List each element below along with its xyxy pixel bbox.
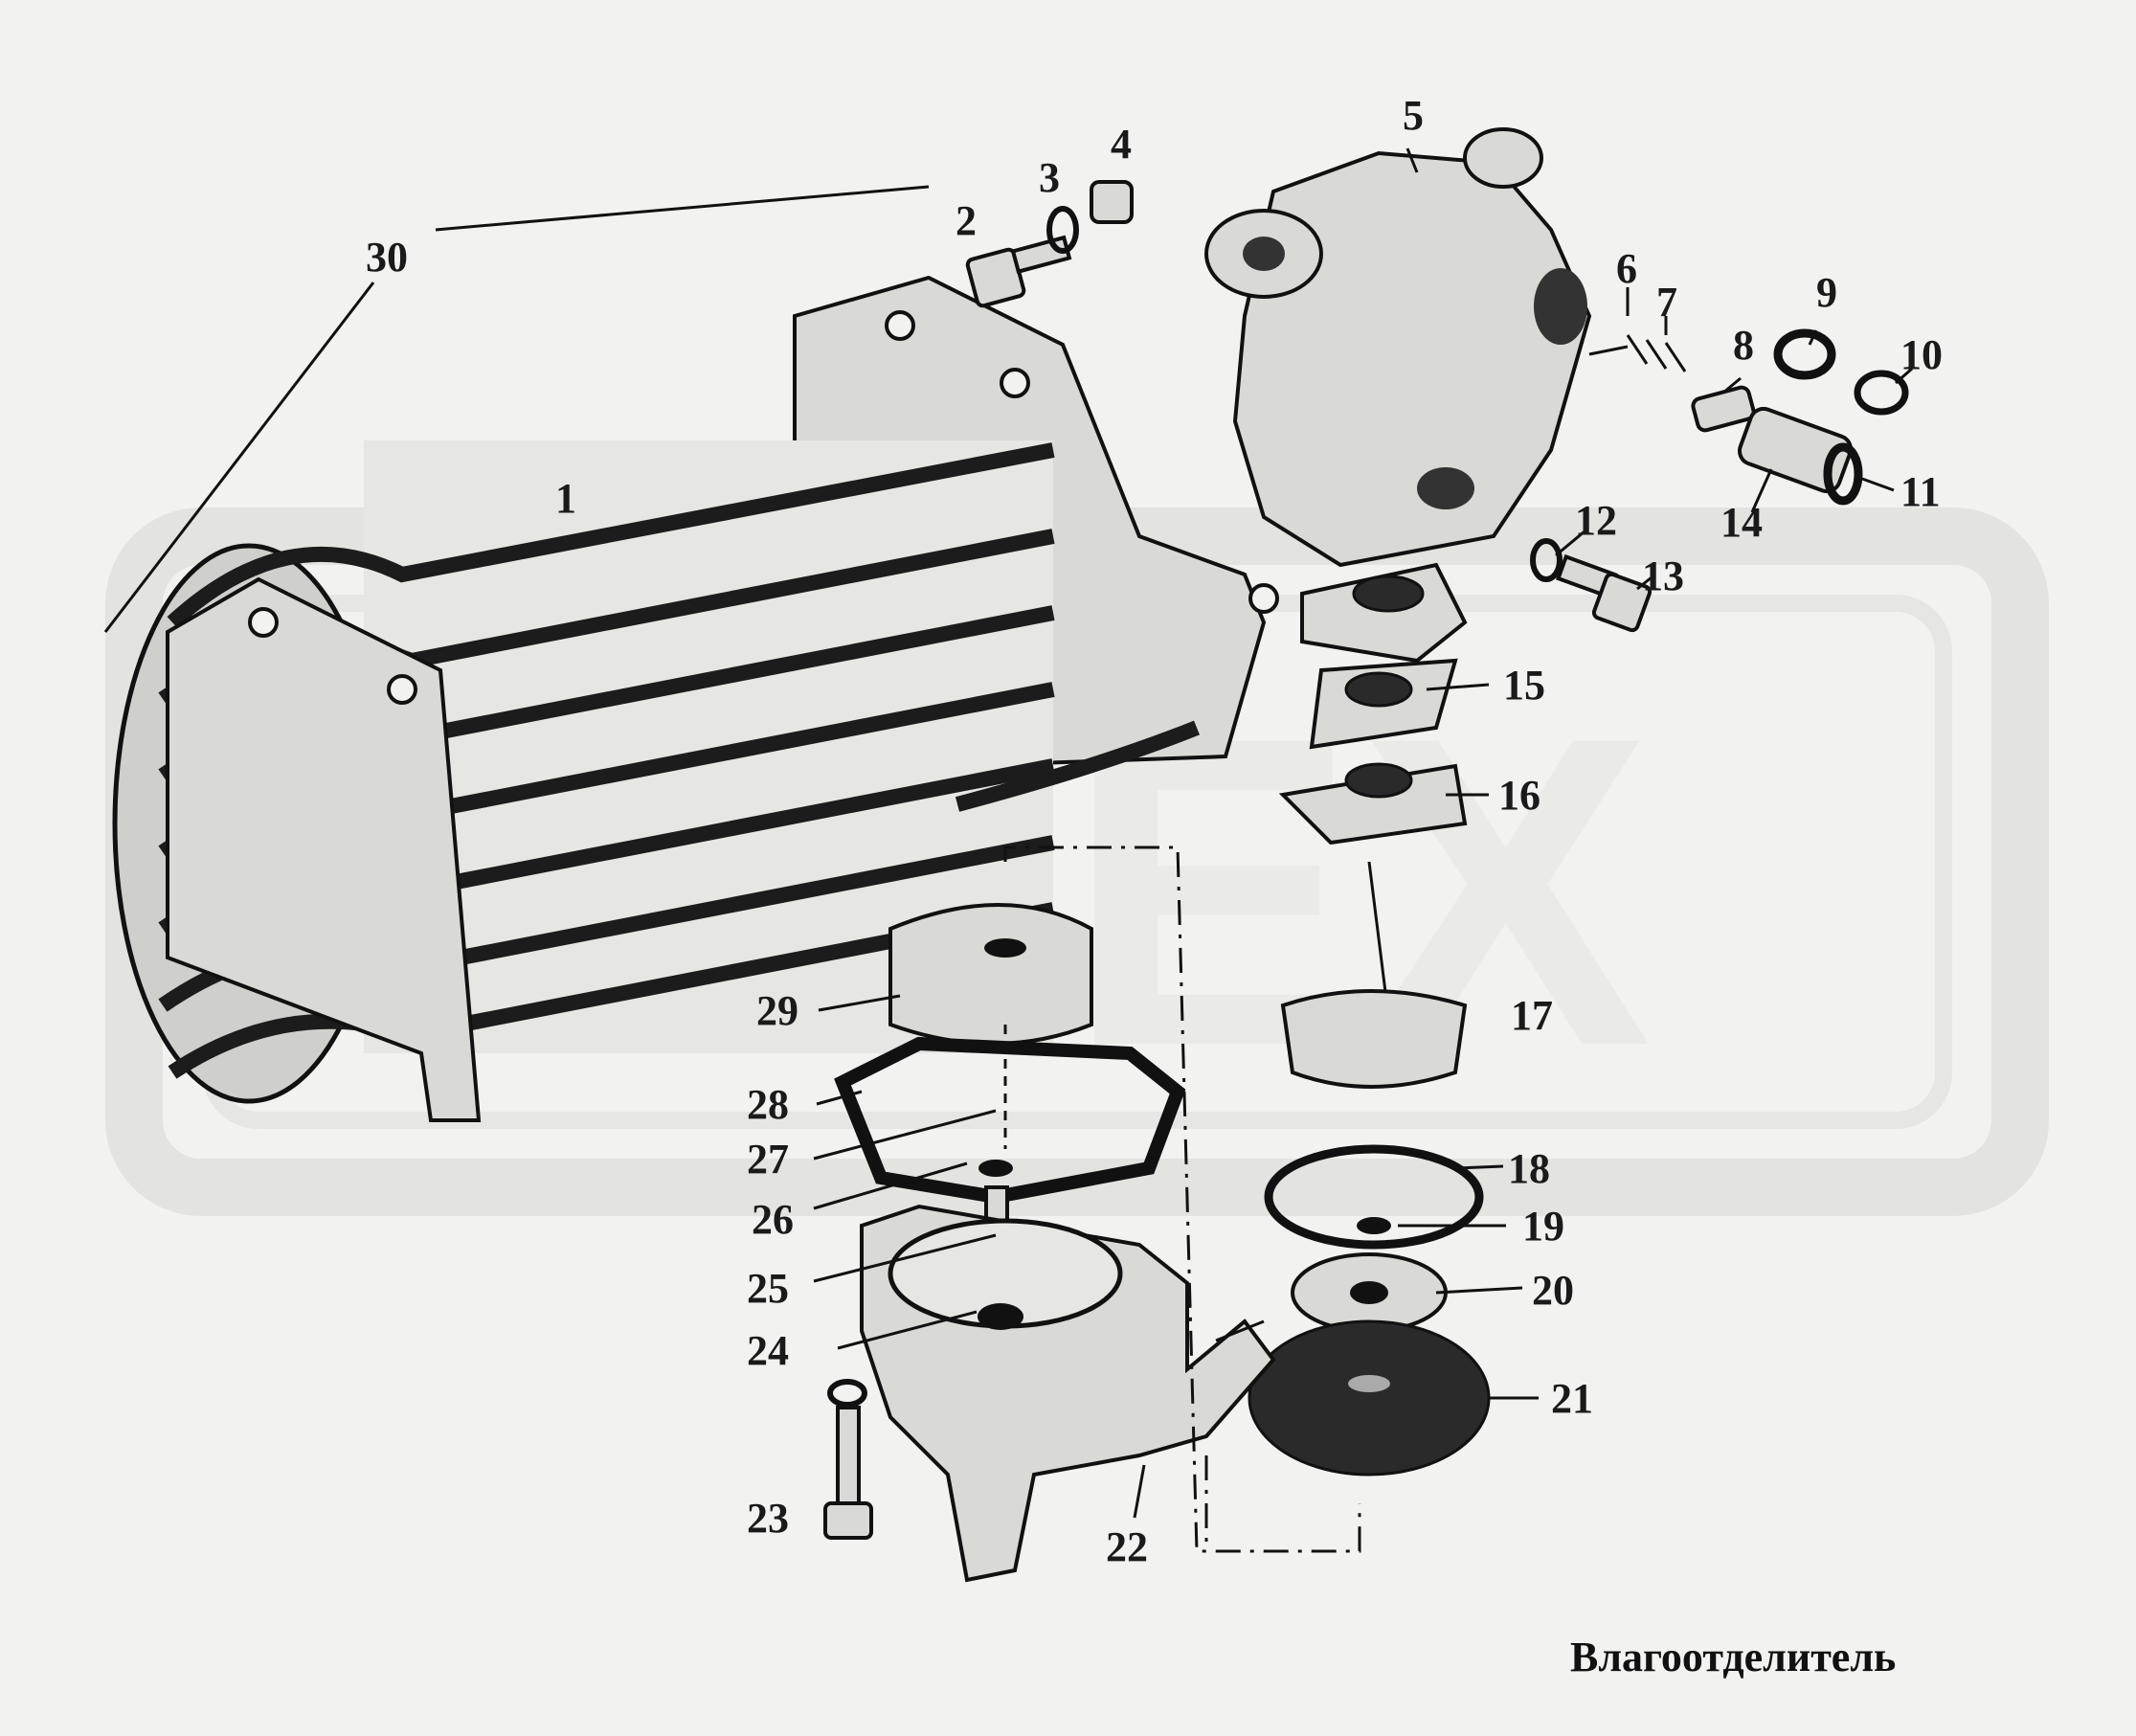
callout-19: 19 (1522, 1203, 1564, 1250)
callout-23: 23 (747, 1495, 789, 1542)
parts-2-4-bolt-washer-nut (965, 180, 1134, 308)
callout-21: 21 (1551, 1375, 1593, 1422)
callout-13: 13 (1642, 552, 1684, 599)
leader-lines (103, 147, 1913, 1519)
assembly-centerlines (1003, 845, 1361, 1553)
callout-12: 12 (1575, 497, 1617, 544)
callout-27: 27 (747, 1136, 789, 1183)
callout-11: 11 (1900, 468, 1941, 515)
callout-28: 28 (747, 1081, 789, 1128)
parts-12-13-bolt (1530, 538, 1653, 633)
callout-29: 29 (756, 987, 798, 1034)
parts-18-21-rings-discs (1248, 1144, 1491, 1477)
callout-20: 20 (1532, 1267, 1574, 1314)
callout-25: 25 (747, 1265, 789, 1312)
callout-26: 26 (752, 1196, 794, 1243)
callout-17: 17 (1511, 992, 1553, 1039)
callout-24: 24 (747, 1327, 789, 1374)
callout-3: 3 (1039, 154, 1060, 201)
callout-16: 16 (1498, 772, 1540, 819)
callout-2: 2 (956, 197, 977, 244)
callout-1: 1 (555, 475, 576, 522)
callout-15: 15 (1503, 662, 1545, 709)
parts-6-14-valve-internals (1588, 328, 1909, 506)
part-5-valve-housing (1204, 127, 1592, 568)
callout-6: 6 (1616, 245, 1637, 292)
callout-8: 8 (1733, 322, 1754, 369)
diagram-title: Влагоотделитель (1570, 1634, 1896, 1680)
callout-4: 4 (1111, 121, 1132, 168)
parts-25-29-filter-cap-stack (834, 903, 1186, 1285)
parts-15-17-diaphragm-stack (1278, 562, 1468, 1089)
callout-7: 7 (1656, 279, 1677, 326)
callout-18: 18 (1508, 1145, 1550, 1192)
callout-22: 22 (1106, 1523, 1148, 1570)
callout-labels: 30 1 2 3 4 5 6 7 8 9 10 11 12 13 14 15 1… (366, 92, 1943, 1570)
callout-5: 5 (1403, 92, 1424, 139)
callout-30: 30 (366, 234, 408, 281)
callout-10: 10 (1900, 331, 1943, 378)
callout-14: 14 (1720, 499, 1763, 546)
callout-9: 9 (1816, 269, 1837, 316)
